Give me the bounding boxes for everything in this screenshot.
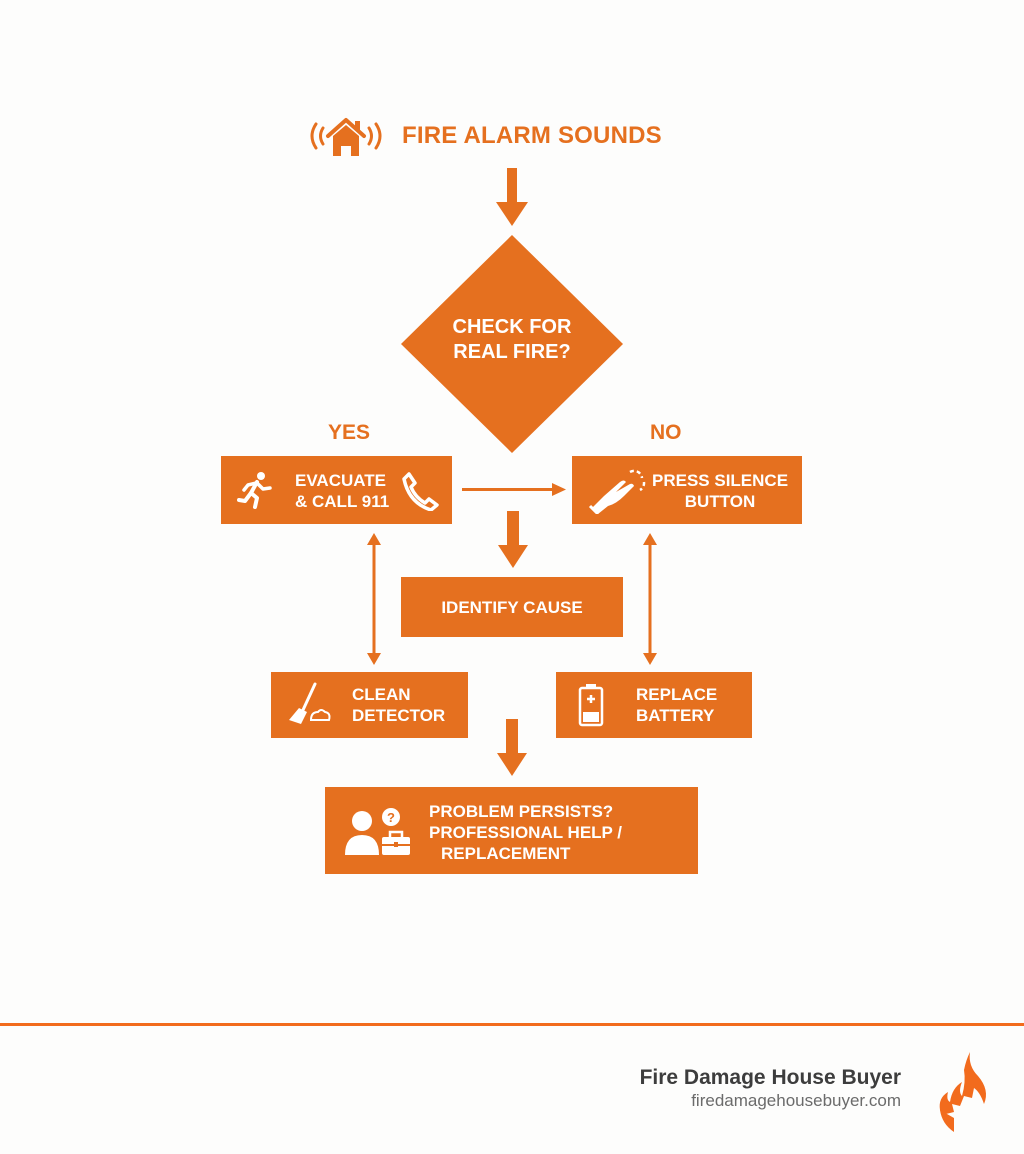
evacuate-line-1: EVACUATE — [295, 471, 386, 490]
person-question-toolbox-icon: ? — [345, 807, 415, 857]
decision-line-2: REAL FIRE? — [453, 341, 571, 363]
clean-text: CLEAN DETECTOR — [352, 684, 445, 726]
clean-line-1: CLEAN — [352, 685, 411, 704]
battery-line-1: REPLACE — [636, 685, 718, 704]
professional-line-2: PROFESSIONAL HELP / — [429, 823, 623, 842]
house-alarm-icon — [306, 116, 386, 158]
evacuate-call-911-node: EVACUATE & CALL 911 — [221, 456, 452, 524]
brand-name: Fire Damage House Buyer — [639, 1066, 901, 1089]
decision-diamond — [401, 235, 623, 453]
running-person-icon — [237, 471, 273, 509]
silence-line-2: BUTTON — [684, 492, 756, 511]
evacuate-text: EVACUATE & CALL 911 — [295, 470, 389, 512]
battery-text: REPLACE BATTERY — [636, 684, 717, 726]
decision-text: CHECK FOR REAL FIRE? — [430, 315, 594, 365]
clean-detector-node: CLEAN DETECTOR — [271, 672, 468, 738]
silence-text: PRESS SILENCE BUTTON — [652, 470, 788, 512]
professional-line-1: PROBLEM PERSISTS? — [429, 802, 614, 821]
hand-press-icon — [586, 468, 650, 514]
replace-battery-node: REPLACE BATTERY — [556, 672, 752, 738]
battery-icon — [578, 683, 604, 727]
battery-line-2: BATTERY — [636, 706, 715, 725]
professional-text: PROBLEM PERSISTS? PROFESSIONAL HELP / RE… — [429, 801, 622, 864]
flame-logo-icon — [934, 1052, 990, 1134]
arrow-down — [498, 511, 528, 569]
double-arrow-right — [642, 533, 658, 665]
identify-cause-text: IDENTIFY CAUSE — [441, 597, 583, 617]
no-label: NO — [650, 421, 682, 444]
flowchart-title: FIRE ALARM SOUNDS — [402, 122, 662, 149]
silence-line-1: PRESS SILENCE — [652, 471, 789, 490]
footer-divider — [0, 1023, 1024, 1026]
professional-line-3: REPLACEMENT — [441, 844, 571, 863]
press-silence-button-node: PRESS SILENCE BUTTON — [572, 456, 802, 524]
broom-icon — [287, 682, 333, 728]
clean-line-2: DETECTOR — [352, 706, 446, 725]
arrow-right — [462, 482, 566, 498]
svg-text:?: ? — [387, 810, 395, 825]
brand-url[interactable]: firedamagehousebuyer.com — [691, 1091, 901, 1110]
arrow-down — [497, 719, 527, 777]
identify-cause-node: IDENTIFY CAUSE — [401, 577, 623, 637]
evacuate-line-2: & CALL 911 — [295, 492, 390, 511]
arrow-down — [496, 168, 528, 228]
decision-line-1: CHECK FOR — [452, 316, 572, 338]
yes-label: YES — [328, 421, 371, 444]
double-arrow-left — [366, 533, 382, 665]
phone-icon — [401, 471, 439, 511]
professional-help-node: ? PROBLEM PERSISTS? PROFESSIONAL HELP / … — [325, 787, 698, 874]
